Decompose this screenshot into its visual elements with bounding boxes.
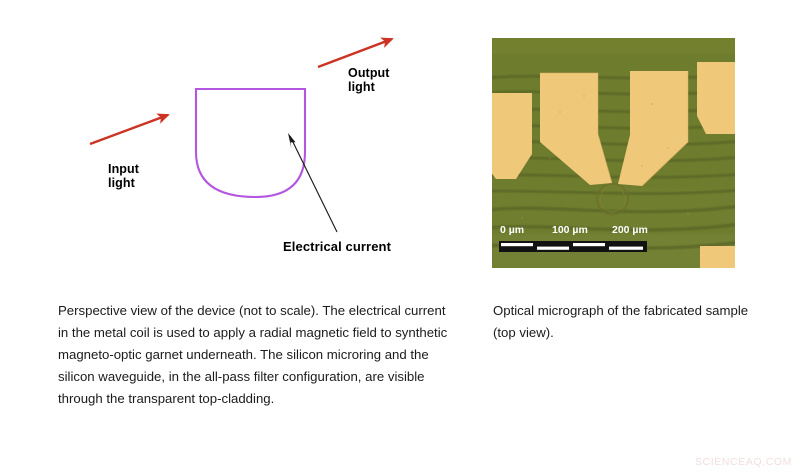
surface-specks [521, 95, 689, 219]
gold-pad-corner [700, 246, 735, 268]
right-figure-caption: Optical micrograph of the fabricated sam… [493, 303, 749, 340]
optical-micrograph-image: 0 µm 100 µm 200 µm [492, 38, 735, 268]
scale-tick-0: 0 µm [500, 224, 524, 236]
gold-pad-inner-left [540, 73, 612, 185]
gold-pad-inner-right [618, 71, 688, 186]
output-light-label: Output light [348, 66, 390, 94]
scale-bar-seg-3 [573, 243, 605, 247]
scale-tick-100: 100 µm [552, 224, 588, 236]
electrical-current-label: Electrical current [283, 239, 392, 254]
device-diagram [89, 37, 394, 233]
pad-edge-shading [540, 71, 689, 187]
scale-bar-seg-2 [537, 246, 569, 250]
scale-bar: 0 µm 100 µm 200 µm [499, 224, 648, 252]
scale-tick-200: 200 µm [612, 224, 648, 236]
gold-pad-right [697, 62, 735, 134]
gold-electrode-pads [492, 62, 735, 268]
input-light-label: Input light [108, 162, 140, 190]
scale-bar-track [499, 241, 647, 252]
output-light-arrow [317, 37, 394, 69]
gold-pad-left [492, 93, 532, 179]
micrograph-canvas: 0 µm 100 µm 200 µm [492, 38, 735, 268]
device-outline-shape [194, 87, 307, 199]
scale-bar-seg-1 [501, 243, 533, 247]
site-watermark: SCIENCEAQ.COM [694, 456, 792, 468]
microring-resonator [596, 182, 629, 216]
input-light-arrow [89, 113, 170, 146]
left-figure-caption: Perspective view of the device (not to s… [58, 303, 448, 406]
perspective-diagram-panel: Input light Output light Electrical curr… [58, 37, 448, 406]
electrical-current-leader-line [289, 135, 338, 233]
electrical-current-pointer-icon [288, 133, 296, 149]
scale-bar-seg-4 [609, 246, 643, 250]
